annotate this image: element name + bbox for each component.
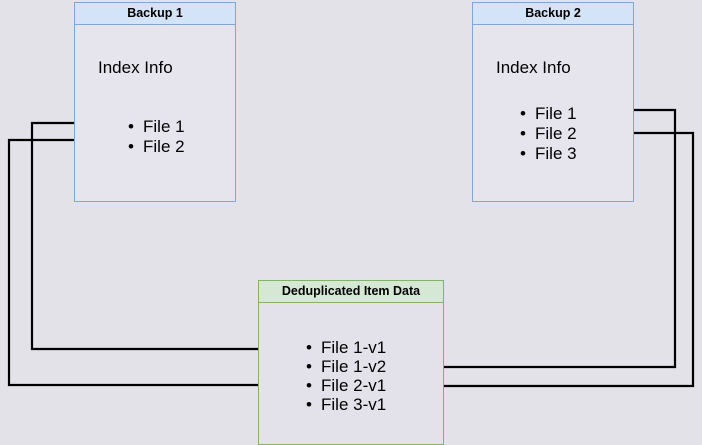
node-backup-1-body: Index Info File 1 File 2 — [75, 25, 235, 201]
node-backup-2-body: Index Info File 1 File 2 File 3 — [473, 25, 633, 201]
list-item[interactable]: File 2 — [128, 137, 185, 157]
list-item[interactable]: File 3 — [520, 144, 577, 164]
backup-2-file-list: File 1 File 2 File 3 — [520, 104, 577, 164]
list-item[interactable]: File 1-v1 — [306, 338, 386, 357]
list-item[interactable]: File 1 — [128, 117, 185, 137]
list-item[interactable]: File 2-v1 — [306, 376, 386, 395]
node-backup-2[interactable]: Backup 2 Index Info File 1 File 2 File 3 — [472, 2, 634, 202]
node-backup-2-title: Backup 2 — [473, 3, 633, 25]
backup-1-index-info-label: Index Info — [98, 58, 173, 77]
list-item[interactable]: File 2 — [520, 124, 577, 144]
dedup-item-list: File 1-v1 File 1-v2 File 2-v1 File 3-v1 — [306, 338, 386, 414]
node-dedup-body: File 1-v1 File 1-v2 File 2-v1 File 3-v1 — [259, 303, 443, 444]
node-deduplicated-item-data[interactable]: Deduplicated Item Data File 1-v1 File 1-… — [258, 280, 444, 445]
list-item[interactable]: File 3-v1 — [306, 395, 386, 414]
node-backup-1[interactable]: Backup 1 Index Info File 1 File 2 — [74, 2, 236, 202]
list-item[interactable]: File 1-v2 — [306, 357, 386, 376]
list-item[interactable]: File 1 — [520, 104, 577, 124]
node-backup-1-title: Backup 1 — [75, 3, 235, 25]
backup-2-index-info-label: Index Info — [496, 58, 571, 77]
backup-1-file-list: File 1 File 2 — [128, 117, 185, 157]
node-dedup-title: Deduplicated Item Data — [259, 281, 443, 303]
